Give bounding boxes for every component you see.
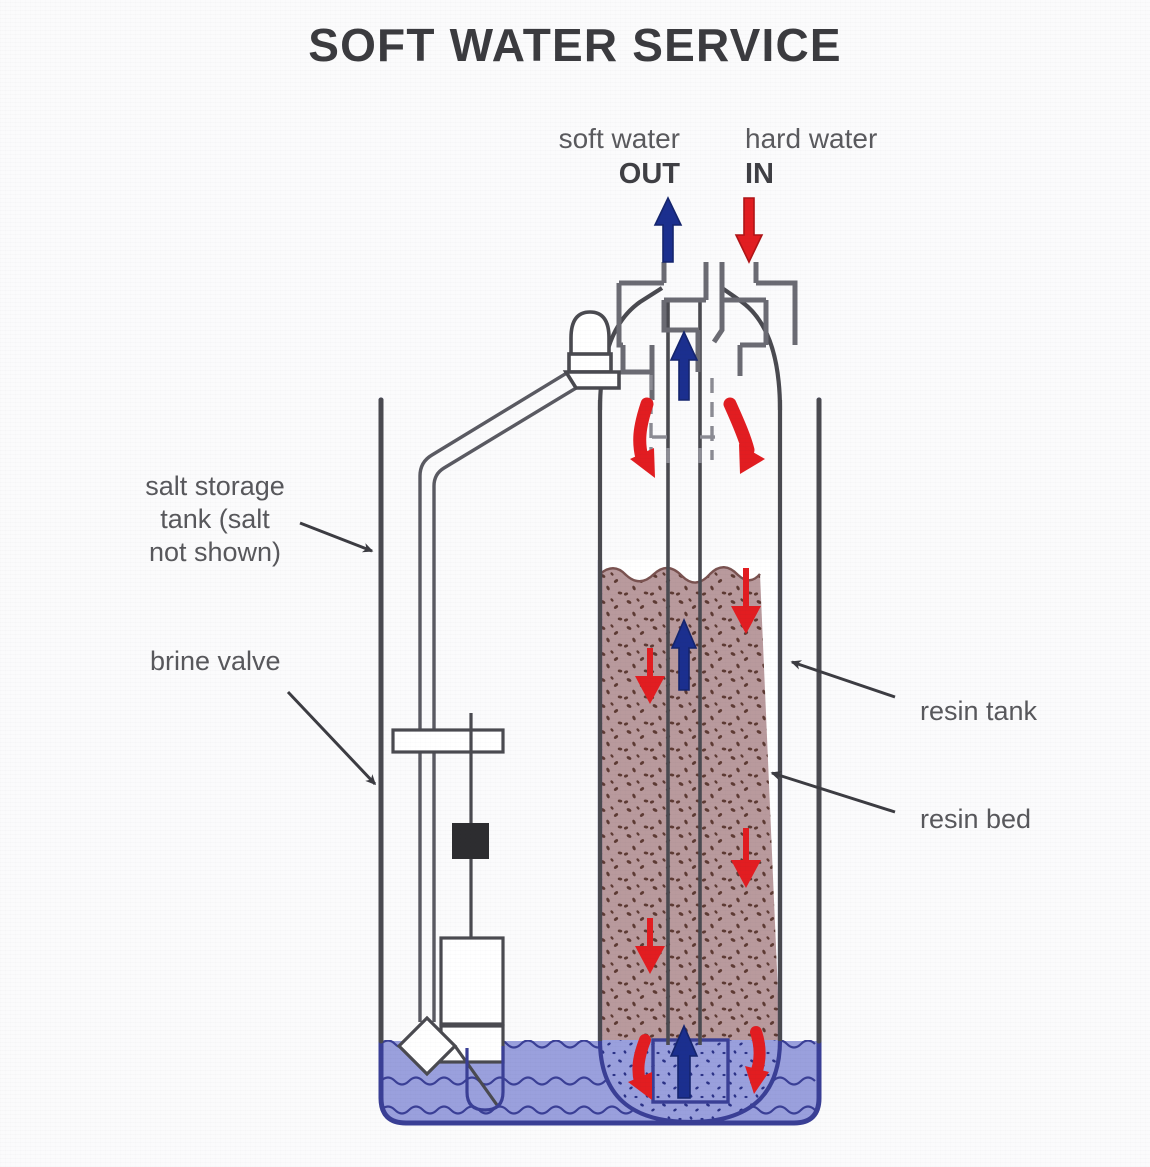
resin-tank — [597, 286, 783, 1125]
leader-salt-storage-tank — [299, 521, 374, 553]
brine-pickup-u-tube — [465, 1046, 505, 1112]
flow-arrow-curve-right — [723, 397, 765, 474]
control-valve-head — [616, 262, 798, 400]
flow-arrow-curve-left — [630, 397, 655, 478]
downflow-arrows-red — [731, 568, 761, 888]
soft-water-direction-label: OUT — [618, 158, 680, 190]
brine-valve-float — [439, 936, 505, 1026]
soft-water-label: soft water — [558, 123, 680, 154]
leader-brine-valve — [286, 690, 377, 786]
brine-valve-assembly — [391, 713, 505, 1112]
resin-tank-shoulder-left — [597, 286, 664, 411]
brine-valve-label: brine valve — [150, 646, 281, 676]
resin-tank-label: resin tank — [920, 696, 1038, 726]
bottom-flow-arrows-red — [628, 1026, 769, 1100]
resin-bed-label: resin bed — [920, 804, 1032, 834]
callout-leaders — [286, 521, 896, 814]
brine-valve-collar — [391, 728, 505, 754]
injector-dome — [562, 310, 621, 390]
soft-water-out-arrow — [653, 196, 683, 263]
page-title: SOFT WATER SERVICE — [308, 19, 842, 71]
resin-tank-bottom-outline — [597, 560, 783, 1125]
riser-up-arrow-valve — [669, 330, 699, 401]
salt-storage-tank-label: salt storage tank (salt not shown) — [145, 471, 285, 567]
brine-valve-stop-block — [452, 823, 489, 859]
downflow-arrows-red-left — [635, 648, 665, 974]
hard-water-label: hard water — [745, 123, 878, 154]
hard-water-direction-label: IN — [745, 158, 774, 190]
leader-resin-bed — [770, 771, 896, 814]
brine-line — [418, 366, 587, 1022]
brine-check-valve — [396, 1015, 458, 1077]
salt-tank-wall — [378, 397, 822, 1126]
hard-water-in-arrow — [734, 197, 764, 264]
resin-tank-shoulder-right — [720, 286, 783, 411]
leader-resin-tank — [790, 660, 896, 699]
brine-pickup-diagonal — [453, 1045, 499, 1106]
riser-tube — [666, 300, 702, 1045]
riser-up-arrows-blue — [669, 617, 699, 1099]
valve-internal-baffles — [649, 375, 716, 470]
